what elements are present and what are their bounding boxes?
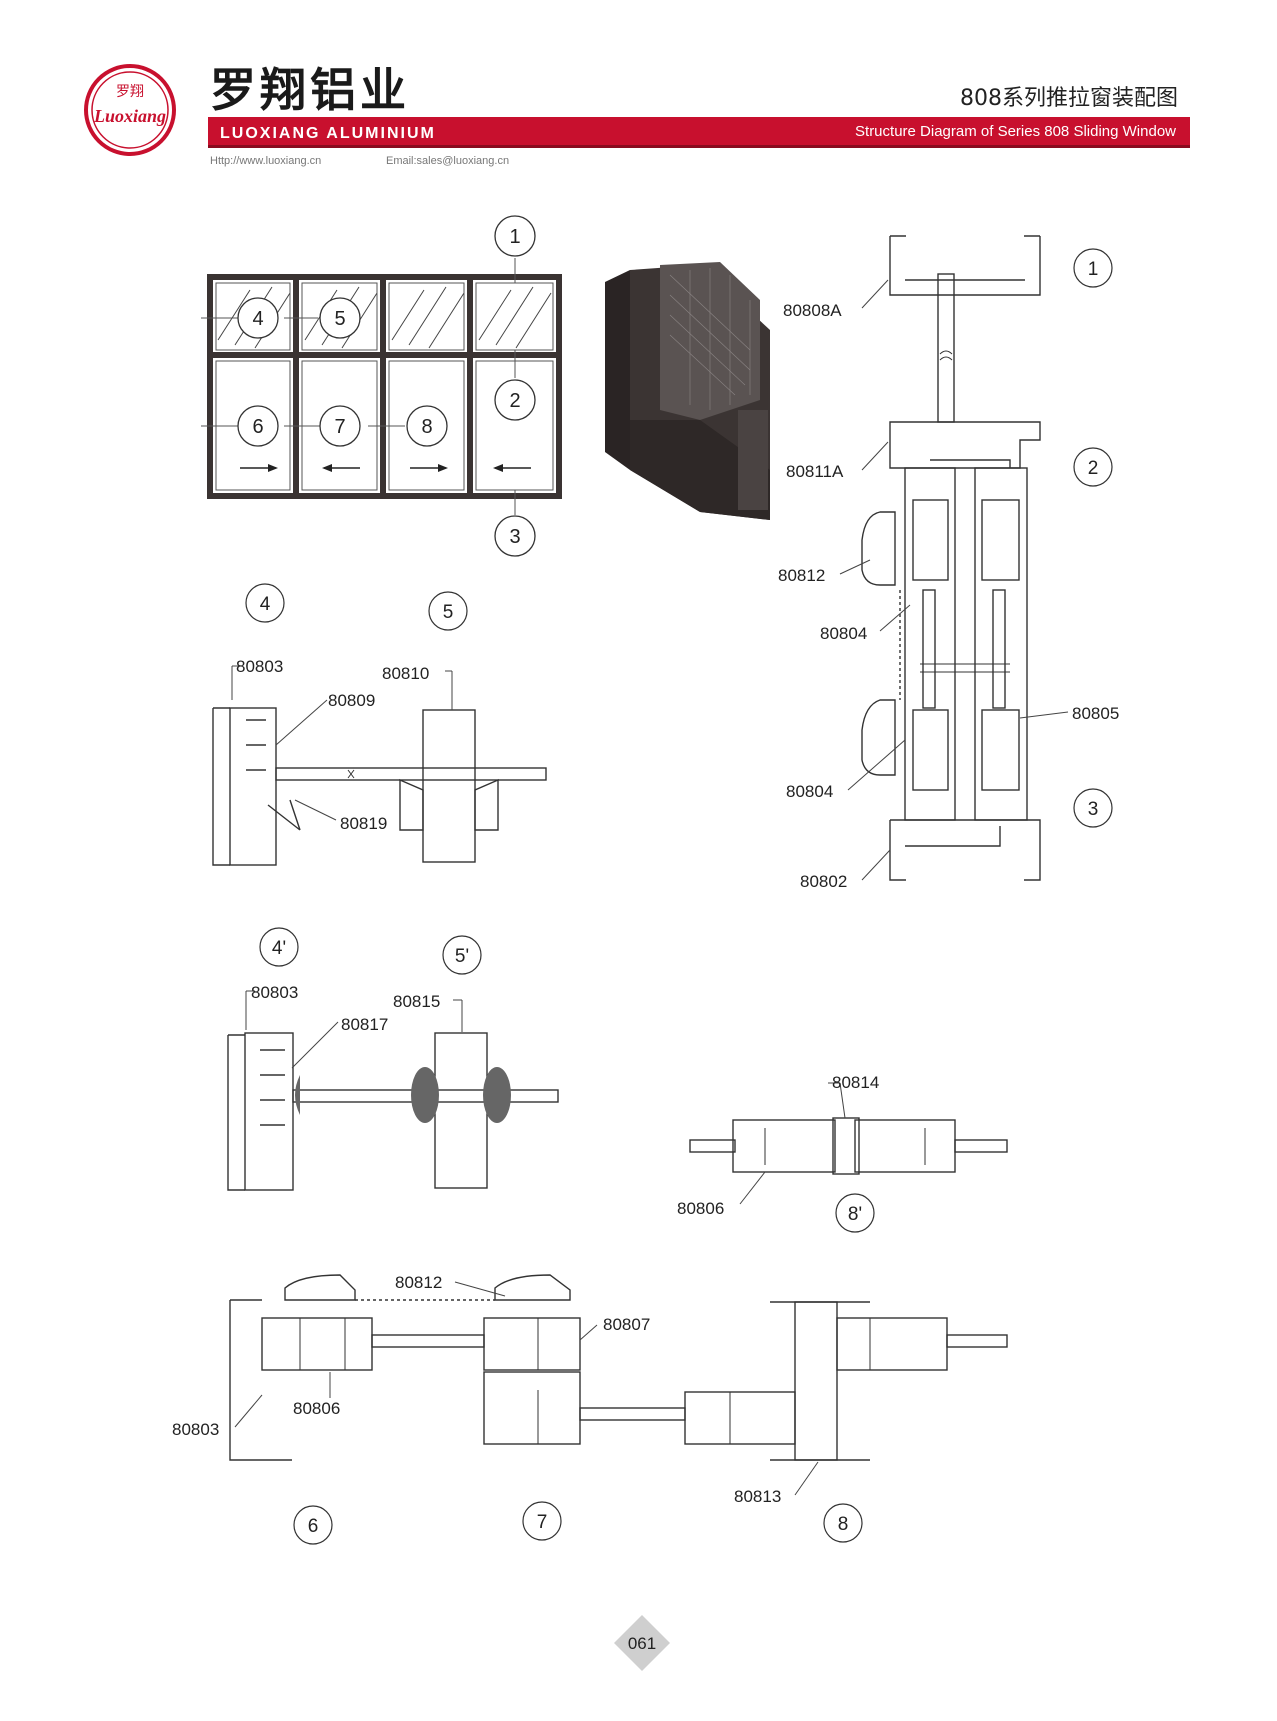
section-8p-label: 8': [848, 1204, 862, 1225]
part-label-80805: 80805: [1072, 704, 1119, 723]
part-label-80804-lower: 80804: [786, 782, 833, 801]
section-8-label: 8: [838, 1514, 849, 1535]
website-link[interactable]: Http://www.luoxiang.cn: [210, 155, 321, 167]
part-label-80809: 80809: [328, 691, 375, 710]
company-logo: 罗翔 Luoxiang: [84, 64, 176, 156]
email-link[interactable]: Email:sales@luoxiang.cn: [386, 155, 509, 167]
marker-7-label: 7: [334, 416, 345, 438]
part-label-80812-vertical: 80812: [778, 566, 825, 585]
marker-5-label: 5: [334, 308, 345, 330]
section-8p: [689, 1117, 1008, 1175]
marker-8-label: 8: [421, 416, 432, 438]
marker-6-label: 6: [252, 416, 263, 438]
marker-3-label: 3: [509, 526, 520, 548]
page-number: 061: [628, 1634, 656, 1653]
part-label-80812-horizontal: 80812: [395, 1273, 442, 1292]
part-label-80819: 80819: [340, 814, 387, 833]
part-label-80803-s4p: 80803: [251, 983, 298, 1002]
elevation-markers: 1 2 3 4 5 6 7 8: [237, 215, 536, 557]
part-label-80806-s6: 80806: [293, 1399, 340, 1418]
company-name-cn: 罗翔铝业: [210, 63, 410, 117]
logo-chinese: 罗翔: [116, 84, 144, 100]
part-label-80813: 80813: [734, 1487, 781, 1506]
page-title-en: Structure Diagram of Series 808 Sliding …: [855, 123, 1176, 140]
company-name-en: LUOXIANG ALUMINIUM: [220, 125, 436, 142]
section-5-label: 5: [443, 602, 454, 623]
section-markers: 1 2 3 4 5 4' 5' 8' 6 7 8: [245, 248, 1113, 1545]
section-6-label: 6: [308, 1516, 319, 1537]
part-labels: 80808A 80811A 80812 80804 80805 80804 80…: [172, 279, 1119, 1506]
section-7-label: 7: [537, 1512, 548, 1533]
marker-2-label: 2: [509, 390, 520, 412]
logo-script: Luoxiang: [93, 106, 166, 126]
part-label-80810: 80810: [382, 664, 429, 683]
section-4p-label: 4': [272, 938, 286, 959]
part-label-80817: 80817: [341, 1015, 388, 1034]
page-number-badge: 061: [614, 1615, 670, 1671]
marker-4-label: 4: [252, 308, 263, 330]
part-label-80803-s4: 80803: [236, 657, 283, 676]
page-title-cn: 808系列推拉窗装配图: [960, 86, 1178, 111]
section-4-5: [212, 707, 547, 866]
part-label-80804-upper: 80804: [820, 624, 867, 643]
section-6-7-8: [229, 1274, 1008, 1461]
section-4-label: 4: [260, 594, 271, 615]
marker-1-label: 1: [509, 226, 520, 248]
section-1-label: 1: [1088, 259, 1099, 280]
part-label-80807: 80807: [603, 1315, 650, 1334]
section-2-label: 2: [1088, 458, 1099, 479]
part-label-80803-s6: 80803: [172, 1420, 219, 1439]
part-label-80811A: 80811A: [786, 462, 844, 481]
section-3-label: 3: [1088, 799, 1099, 820]
header: 罗翔 Luoxiang 罗翔铝业 808系列推拉窗装配图 LUOXIANG AL…: [84, 63, 1190, 167]
header-red-band: [208, 117, 1190, 145]
section-4p-5p: [227, 1032, 559, 1191]
section-vertical-123: [861, 235, 1041, 881]
part-label-80808A: 80808A: [783, 301, 842, 320]
part-label-80814: 80814: [832, 1073, 879, 1092]
part-label-80815: 80815: [393, 992, 440, 1011]
part-label-80806-s8p: 80806: [677, 1199, 724, 1218]
profile-3d-render: [605, 262, 770, 520]
part-label-80802: 80802: [800, 872, 847, 891]
header-red-band-shadow: [208, 145, 1190, 148]
section-5p-label: 5': [455, 946, 469, 967]
